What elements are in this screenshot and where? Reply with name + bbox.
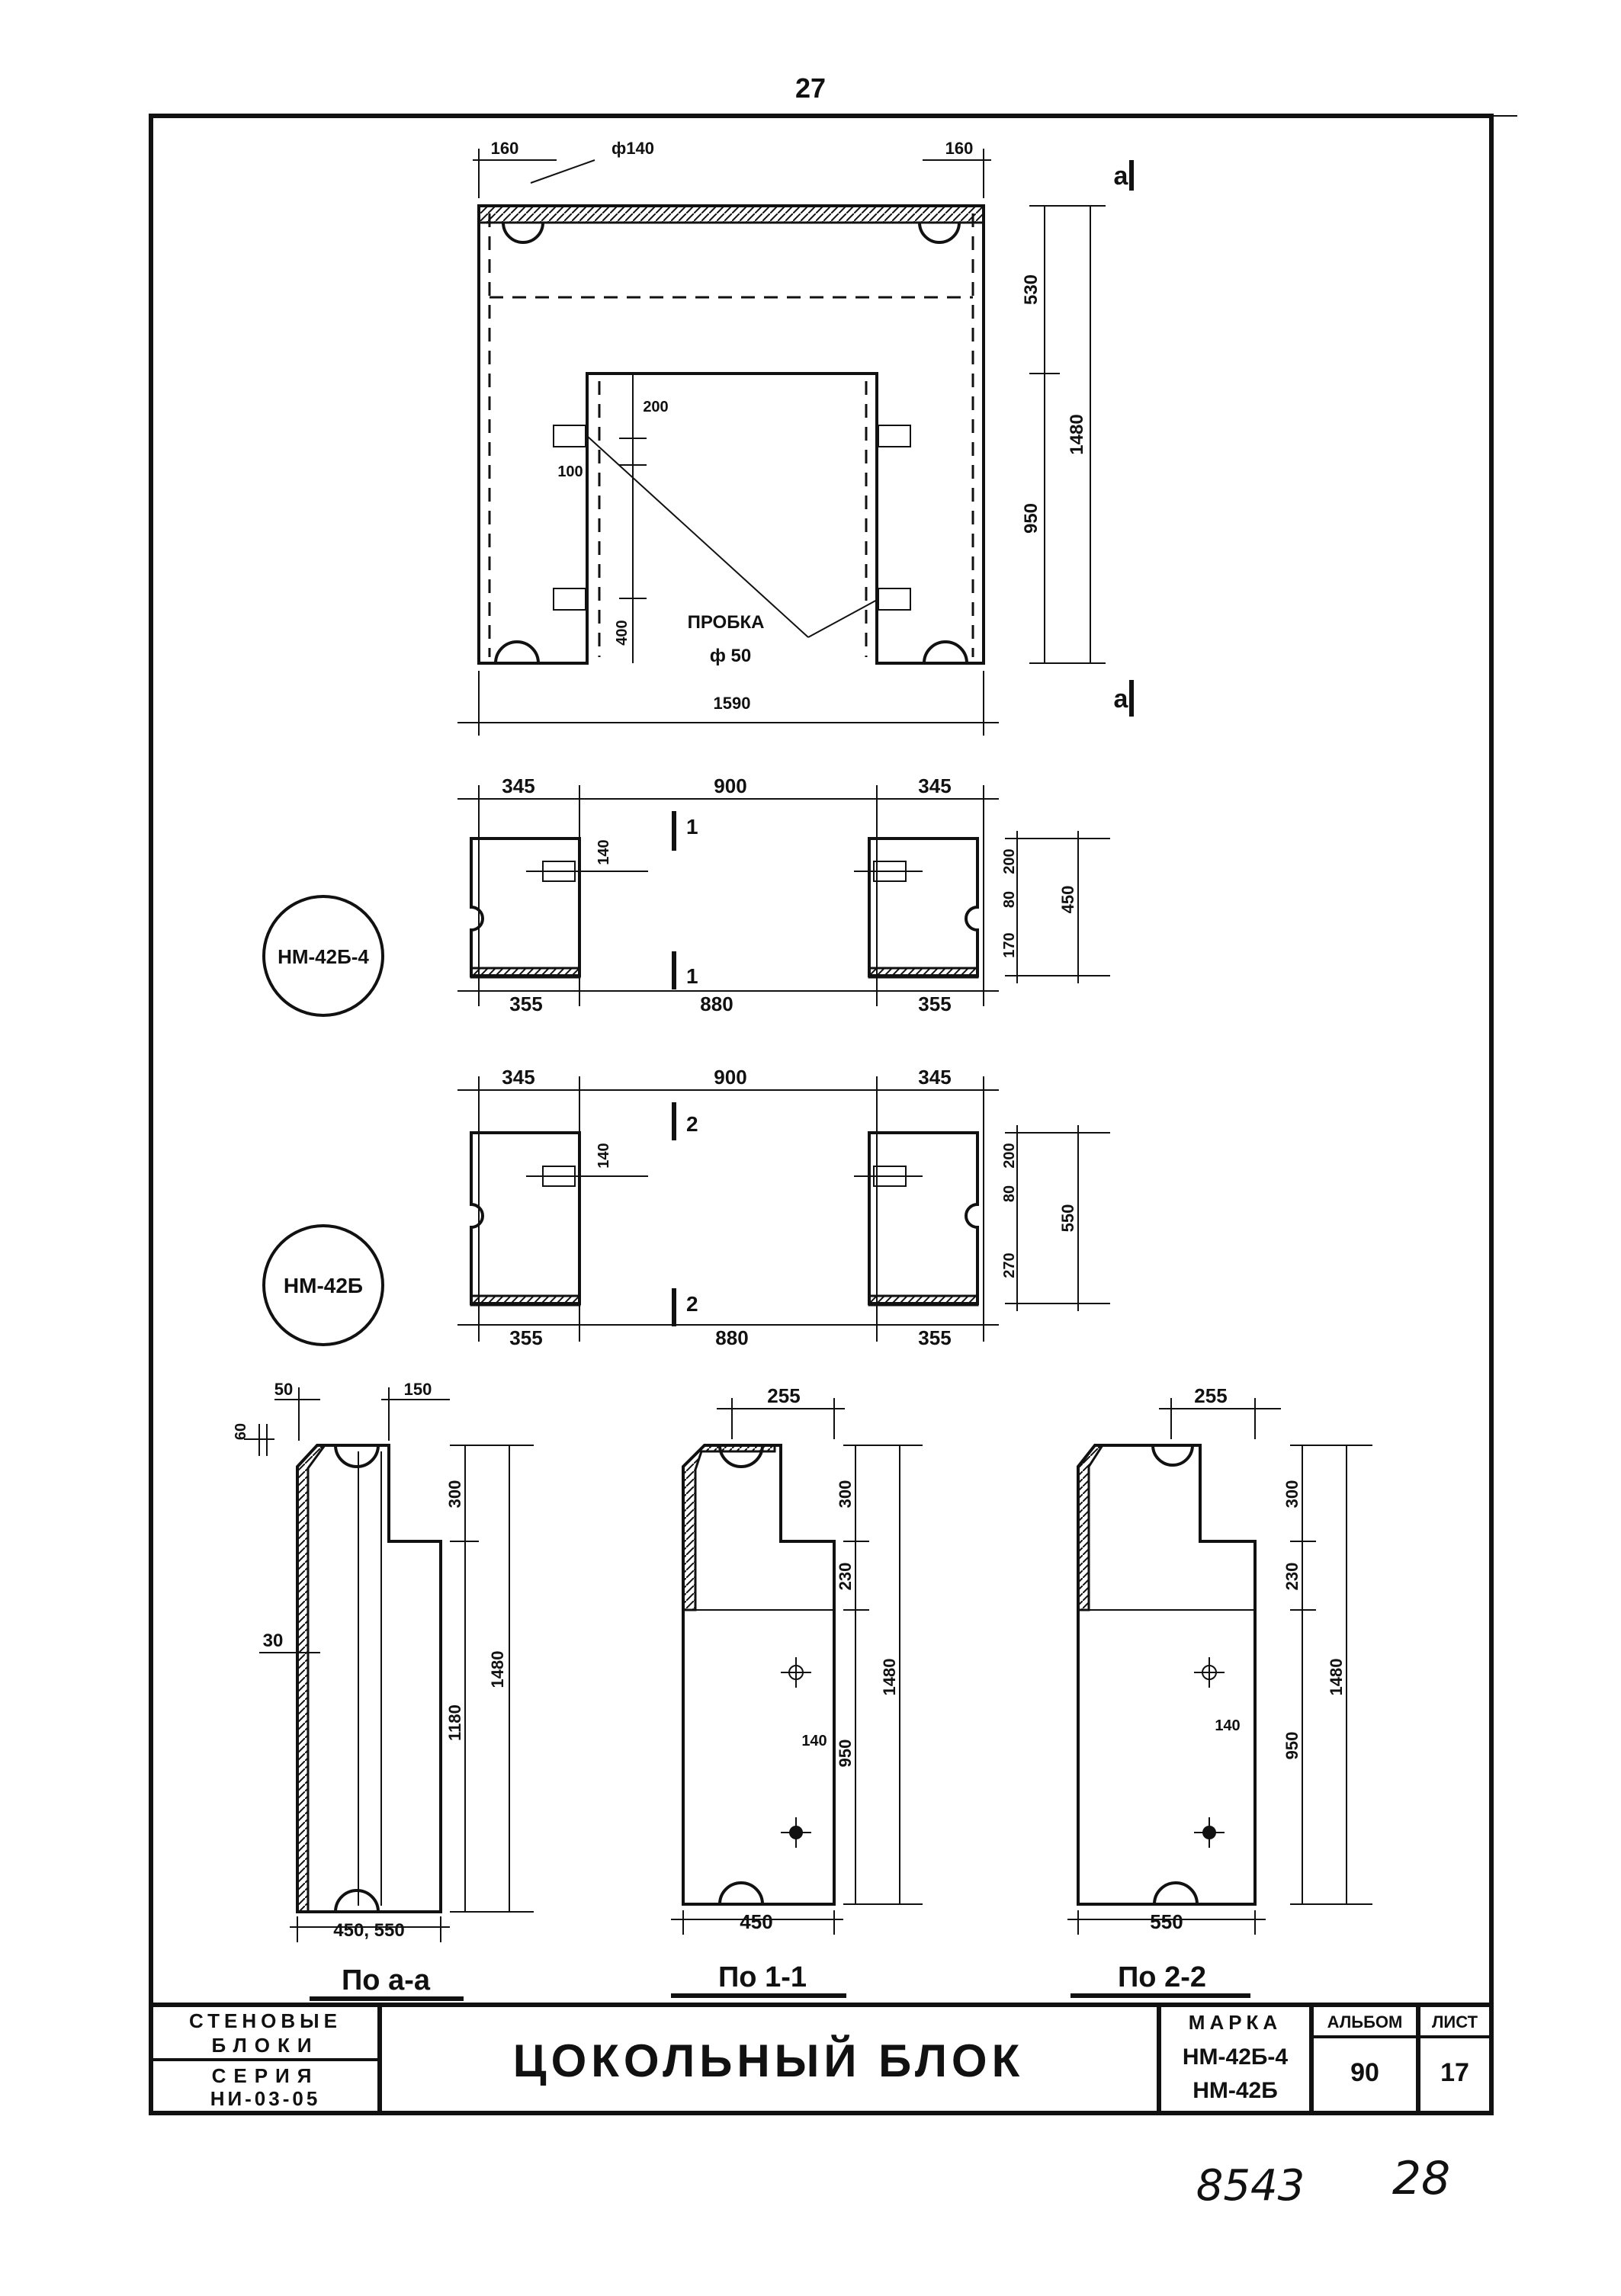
sec-a-caption: По а-а xyxy=(342,1964,431,1996)
front-dim-200: 200 xyxy=(643,399,668,415)
plug-note-value: ф 50 xyxy=(710,646,751,666)
plan1-cut-mark-top: 1 xyxy=(686,815,698,839)
sec-2-dim-1480: 1480 xyxy=(1327,1659,1346,1696)
plan-1 xyxy=(262,785,1110,1017)
plan-2 xyxy=(262,1076,1110,1346)
plan1-dim-bot-mid: 880 xyxy=(700,992,733,1015)
plug-note-label: ПРОБКА xyxy=(688,612,765,633)
sec-2-dim-230: 230 xyxy=(1282,1563,1302,1591)
plan1-dim-top-mid: 900 xyxy=(714,774,746,797)
sec-2-dim-top: 255 xyxy=(1194,1384,1227,1407)
front-dim-1480: 1480 xyxy=(1067,414,1087,454)
sec-2-dim-300: 300 xyxy=(1282,1480,1302,1509)
sec-a-dim-1180: 1180 xyxy=(445,1704,464,1741)
sheet-frame xyxy=(149,114,1517,2115)
front-view xyxy=(457,149,1134,736)
sec-2-dim-bottom: 550 xyxy=(1150,1910,1183,1933)
section-a-a xyxy=(244,1387,534,1942)
sec-1-dim-300: 300 xyxy=(836,1480,855,1509)
plan2-dim-bot-left: 355 xyxy=(509,1326,542,1349)
plan2-right-dim-200: 200 xyxy=(1001,1143,1018,1168)
title-block xyxy=(151,2003,1491,2113)
plan2-dim-140: 140 xyxy=(595,1143,612,1168)
plan-2-badge-circle xyxy=(262,1224,384,1346)
plan1-dim-top-left: 345 xyxy=(502,774,534,797)
sec-1-caption: По 1-1 xyxy=(718,1961,807,1993)
front-dim-530: 530 xyxy=(1021,274,1042,305)
sec-a-dim-1480: 1480 xyxy=(488,1651,507,1688)
front-dim-950: 950 xyxy=(1021,503,1042,534)
plan1-dim-top-right: 345 xyxy=(918,774,951,797)
tb-title: ЦОКОЛЬНЫЙ БЛОК xyxy=(513,2035,1024,2086)
section-1-1 xyxy=(671,1398,923,1935)
stamp-number: 8543 xyxy=(1196,2161,1305,2211)
front-dim-hole: ф140 xyxy=(611,139,654,158)
section-mark-top: а xyxy=(1114,162,1129,191)
tb-series-value: НИ-03-05 xyxy=(210,2087,321,2110)
plan1-badge: НМ-42Б-4 xyxy=(278,945,369,968)
plan2-dim-bot-right: 355 xyxy=(918,1326,951,1349)
section-mark-bottom: а xyxy=(1114,685,1129,713)
plan2-dim-top-left: 345 xyxy=(502,1066,534,1089)
sec-1-dim-1480: 1480 xyxy=(880,1659,899,1696)
front-dim-1590: 1590 xyxy=(714,694,751,713)
tb-mark-value-1: НМ-42Б-4 xyxy=(1183,2044,1289,2070)
sec-a-dim-60: 60 xyxy=(233,1423,249,1440)
plan2-badge: НМ-42Б xyxy=(284,1274,363,1297)
sec-a-dim-30: 30 xyxy=(263,1631,284,1651)
plan1-right-dim-450: 450 xyxy=(1058,886,1077,914)
sec-a-dim-bottom: 450, 550 xyxy=(333,1920,404,1941)
front-dim-top-left: 160 xyxy=(491,139,519,158)
sec-2-caption: По 2-2 xyxy=(1118,1961,1206,1993)
tb-series-label: СЕРИЯ xyxy=(212,2064,319,2087)
sec-a-dim-150: 150 xyxy=(404,1380,432,1399)
sec-2-dim-950: 950 xyxy=(1282,1732,1302,1760)
sec-1-dim-950: 950 xyxy=(836,1740,855,1768)
sec-1-dim-top: 255 xyxy=(767,1384,800,1407)
tb-album-label: АЛЬБОМ xyxy=(1327,2012,1403,2031)
sec-1-dim-230: 230 xyxy=(836,1563,855,1591)
tb-sheet-label: ЛИСТ xyxy=(1432,2012,1478,2031)
section-2-2 xyxy=(1067,1398,1372,1935)
stamp-page: 28 xyxy=(1392,2152,1450,2205)
sec-a-dim-300: 300 xyxy=(445,1480,464,1509)
plan1-right-dim-200: 200 xyxy=(1001,848,1018,874)
sec-a-dim-50: 50 xyxy=(274,1380,293,1399)
plan-1-badge-circle xyxy=(262,895,384,1017)
plan2-cut-mark-top: 2 xyxy=(686,1112,698,1136)
tb-sheet-value: 17 xyxy=(1440,2058,1469,2087)
front-dim-100: 100 xyxy=(557,463,583,480)
plan1-dim-140: 140 xyxy=(595,839,612,864)
plan2-right-dim-80: 80 xyxy=(1001,1185,1018,1202)
front-dim-top-right: 160 xyxy=(945,139,974,158)
plan2-dim-top-mid: 900 xyxy=(714,1066,746,1089)
plan1-right-dim-170: 170 xyxy=(1001,932,1018,957)
plan2-right-dim-270: 270 xyxy=(1001,1252,1018,1278)
plan2-cut-mark-bottom: 2 xyxy=(686,1292,698,1316)
page-number: 27 xyxy=(795,72,826,104)
sec-1-dim-bottom: 450 xyxy=(740,1910,772,1933)
plan1-right-dim-80: 80 xyxy=(1001,891,1018,908)
plan1-cut-mark-bottom: 1 xyxy=(686,964,698,988)
plan2-dim-bot-mid: 880 xyxy=(715,1326,748,1349)
front-dim-400: 400 xyxy=(614,620,631,645)
plan2-dim-top-right: 345 xyxy=(918,1066,951,1089)
sec-2-dim-140: 140 xyxy=(1215,1717,1240,1734)
tb-mark-label: МАРКА xyxy=(1189,2011,1282,2034)
plan2-right-dim-550: 550 xyxy=(1058,1204,1077,1233)
sec-1-dim-140: 140 xyxy=(801,1733,827,1749)
plan1-dim-bot-left: 355 xyxy=(509,992,542,1015)
tb-group-line1: СТЕНОВЫЕ xyxy=(189,2009,342,2032)
tb-album-value: 90 xyxy=(1350,2058,1379,2087)
plan1-dim-bot-right: 355 xyxy=(918,992,951,1015)
tb-mark-value-2: НМ-42Б xyxy=(1192,2078,1278,2103)
tb-group-line2: БЛОКИ xyxy=(211,2034,319,2057)
